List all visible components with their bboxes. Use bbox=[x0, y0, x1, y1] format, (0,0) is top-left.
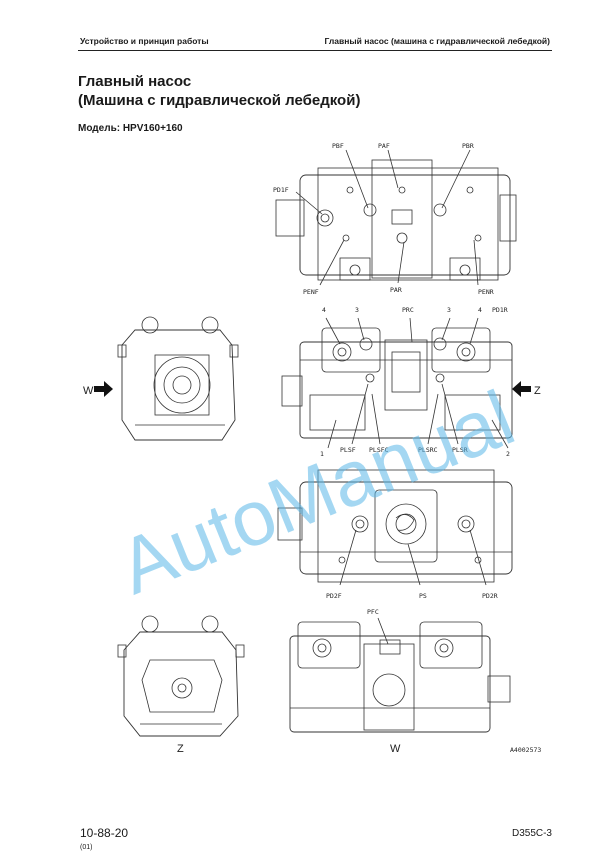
label-pd1r: PD1R bbox=[492, 306, 508, 314]
label-z-view: Z bbox=[177, 743, 184, 755]
label-par: PAR bbox=[390, 286, 402, 294]
label-4-left: 4 bbox=[322, 306, 326, 314]
label-z: Z bbox=[534, 385, 541, 397]
pump-side-view-w bbox=[289, 621, 511, 733]
label-3-right: 3 bbox=[447, 306, 451, 314]
header-left: Устройство и принцип работы bbox=[80, 36, 209, 46]
label-1: 1 bbox=[320, 450, 324, 458]
label-pbf: PBF bbox=[332, 142, 344, 150]
label-plsrc: PLSRC bbox=[418, 446, 438, 454]
page-title-line1: Главный насос bbox=[78, 73, 192, 90]
page-revision: (01) bbox=[80, 844, 93, 851]
label-ps: PS bbox=[419, 592, 427, 600]
label-plsfc: PLSFC bbox=[369, 446, 389, 454]
label-3-left: 3 bbox=[355, 306, 359, 314]
pfc-leader bbox=[377, 617, 389, 645]
label-plsf: PLSF bbox=[340, 446, 356, 454]
pump-front-view bbox=[281, 327, 513, 439]
page-title-line2: (Машина с гидравлической лебедкой) bbox=[78, 92, 361, 109]
label-pd2r: PD2R bbox=[482, 592, 498, 600]
label-2: 2 bbox=[506, 450, 510, 458]
label-pd1f: PD1F bbox=[273, 186, 289, 194]
label-prc: PRC bbox=[402, 306, 414, 314]
label-4-right: 4 bbox=[478, 306, 482, 314]
label-pfc: PFC bbox=[367, 608, 379, 616]
footer-model: D355C-3 bbox=[511, 828, 552, 839]
label-plsr: PLSR bbox=[452, 446, 468, 454]
drawing-number: A4002573 bbox=[510, 746, 541, 754]
header-right: Главный насос (машина с гидравлической л… bbox=[324, 36, 550, 46]
model-label: Модель: HPV160+160 bbox=[78, 123, 183, 134]
label-penr: PENR bbox=[478, 288, 494, 296]
arrow-w-icon bbox=[94, 381, 113, 397]
bottom-view-leaders bbox=[339, 529, 487, 586]
page-title: Главный насос (Машина с гидравлической л… bbox=[78, 72, 360, 110]
header-divider bbox=[78, 50, 552, 51]
label-w: W bbox=[83, 385, 94, 397]
label-pbr: PBR bbox=[462, 142, 474, 150]
label-paf: PAF bbox=[378, 142, 390, 150]
label-w-view: W bbox=[390, 743, 401, 755]
pump-bottom-view bbox=[277, 469, 513, 583]
top-view-leaders bbox=[295, 149, 479, 286]
pump-top-view bbox=[275, 159, 517, 281]
front-view-leaders bbox=[325, 317, 509, 449]
pump-end-view-z bbox=[117, 615, 245, 737]
page-number: 10-88-20 bbox=[80, 826, 129, 840]
pump-end-view-w bbox=[117, 316, 239, 441]
label-penf: PENF bbox=[303, 288, 319, 296]
arrow-z-icon bbox=[512, 381, 531, 397]
label-pd2f: PD2F bbox=[326, 592, 342, 600]
